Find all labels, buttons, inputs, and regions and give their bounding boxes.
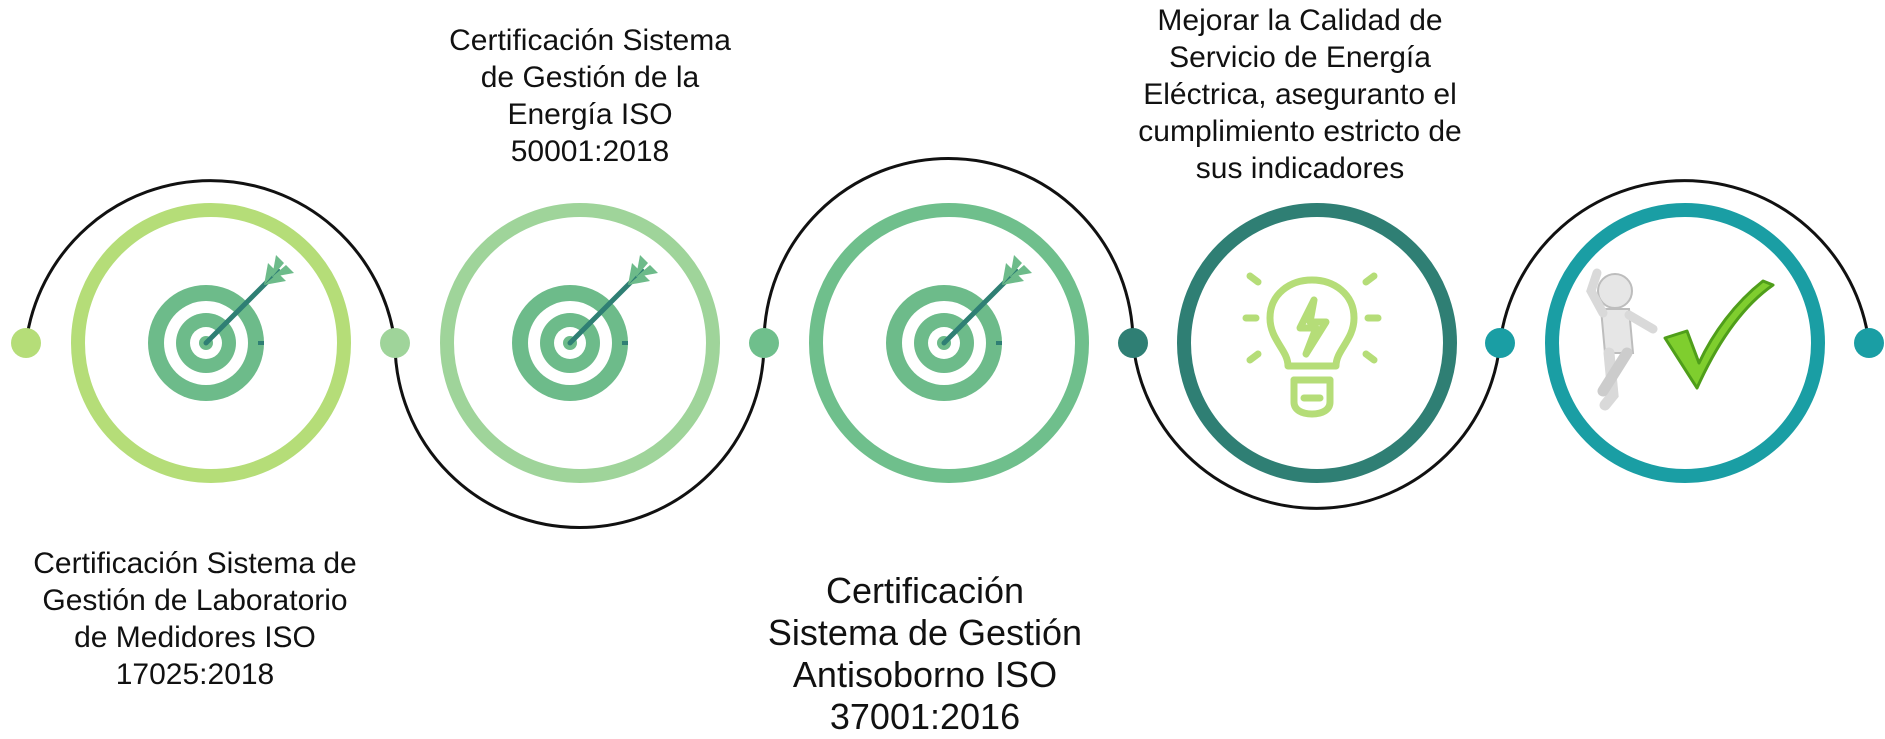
person-checkmark-icon (1586, 268, 1775, 411)
lightbulb-bolt-icon (1242, 272, 1382, 418)
step-1-label: Certificación Sistema de Gestión de Labo… (33, 547, 357, 691)
step-2-label: Certificación Sistema de Gestión de la E… (449, 24, 731, 168)
connector-arc-1 (24, 179, 397, 344)
connector-arc-3 (762, 157, 1135, 344)
connector-arc-5 (1498, 179, 1871, 344)
target-arrow-icon (886, 255, 1032, 401)
connector-dot-2 (380, 328, 410, 358)
connector-dot-1 (11, 328, 41, 358)
connector-arc-4 (1131, 342, 1502, 510)
connector-dot-5 (1485, 328, 1515, 358)
target-arrow-icon (512, 255, 658, 401)
step-3-label: Certificación Sistema de Gestión Antisob… (767, 570, 1083, 737)
step-4-label: Mejorar la Calidad de Servicio de Energí… (1138, 4, 1462, 185)
connector-dot-4 (1118, 328, 1148, 358)
connector-dot-6 (1854, 328, 1884, 358)
target-arrow-icon (148, 255, 294, 401)
connector-dot-3 (749, 328, 779, 358)
connector-arc-2 (393, 342, 766, 529)
